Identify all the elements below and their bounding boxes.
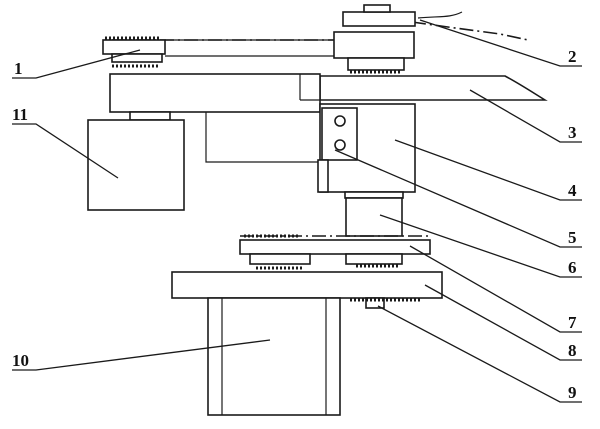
coupling-cylinder <box>345 197 403 237</box>
upper-motor <box>87 119 185 211</box>
label-4: 4 <box>568 181 577 200</box>
label-8: 8 <box>568 341 577 360</box>
label-10: 10 <box>12 351 29 370</box>
support-arm <box>319 75 548 101</box>
upper-left-housing <box>109 73 321 113</box>
motor-shaft-upper <box>129 111 171 121</box>
label-2: 2 <box>568 47 577 66</box>
base-plate <box>171 271 443 299</box>
bolt-hole-upper <box>334 115 346 127</box>
upper-right-pulley <box>333 4 463 74</box>
label-3: 3 <box>568 123 577 142</box>
label-11: 11 <box>12 105 28 124</box>
label-7: 7 <box>568 313 577 332</box>
lower-pulley <box>239 234 431 270</box>
leader-lines <box>12 19 582 403</box>
upper-left-pulley <box>102 36 166 68</box>
label-1: 1 <box>14 59 23 78</box>
upper-belt-bar <box>165 39 334 57</box>
label-5: 5 <box>568 228 577 247</box>
connecting-bracket <box>205 112 320 163</box>
lower-motor <box>207 297 341 416</box>
bolt-hole-lower <box>334 139 346 151</box>
label-6: 6 <box>568 258 577 277</box>
upper-belt-tail <box>411 21 529 41</box>
bottom-bolt <box>365 297 385 309</box>
label-9: 9 <box>568 383 577 402</box>
